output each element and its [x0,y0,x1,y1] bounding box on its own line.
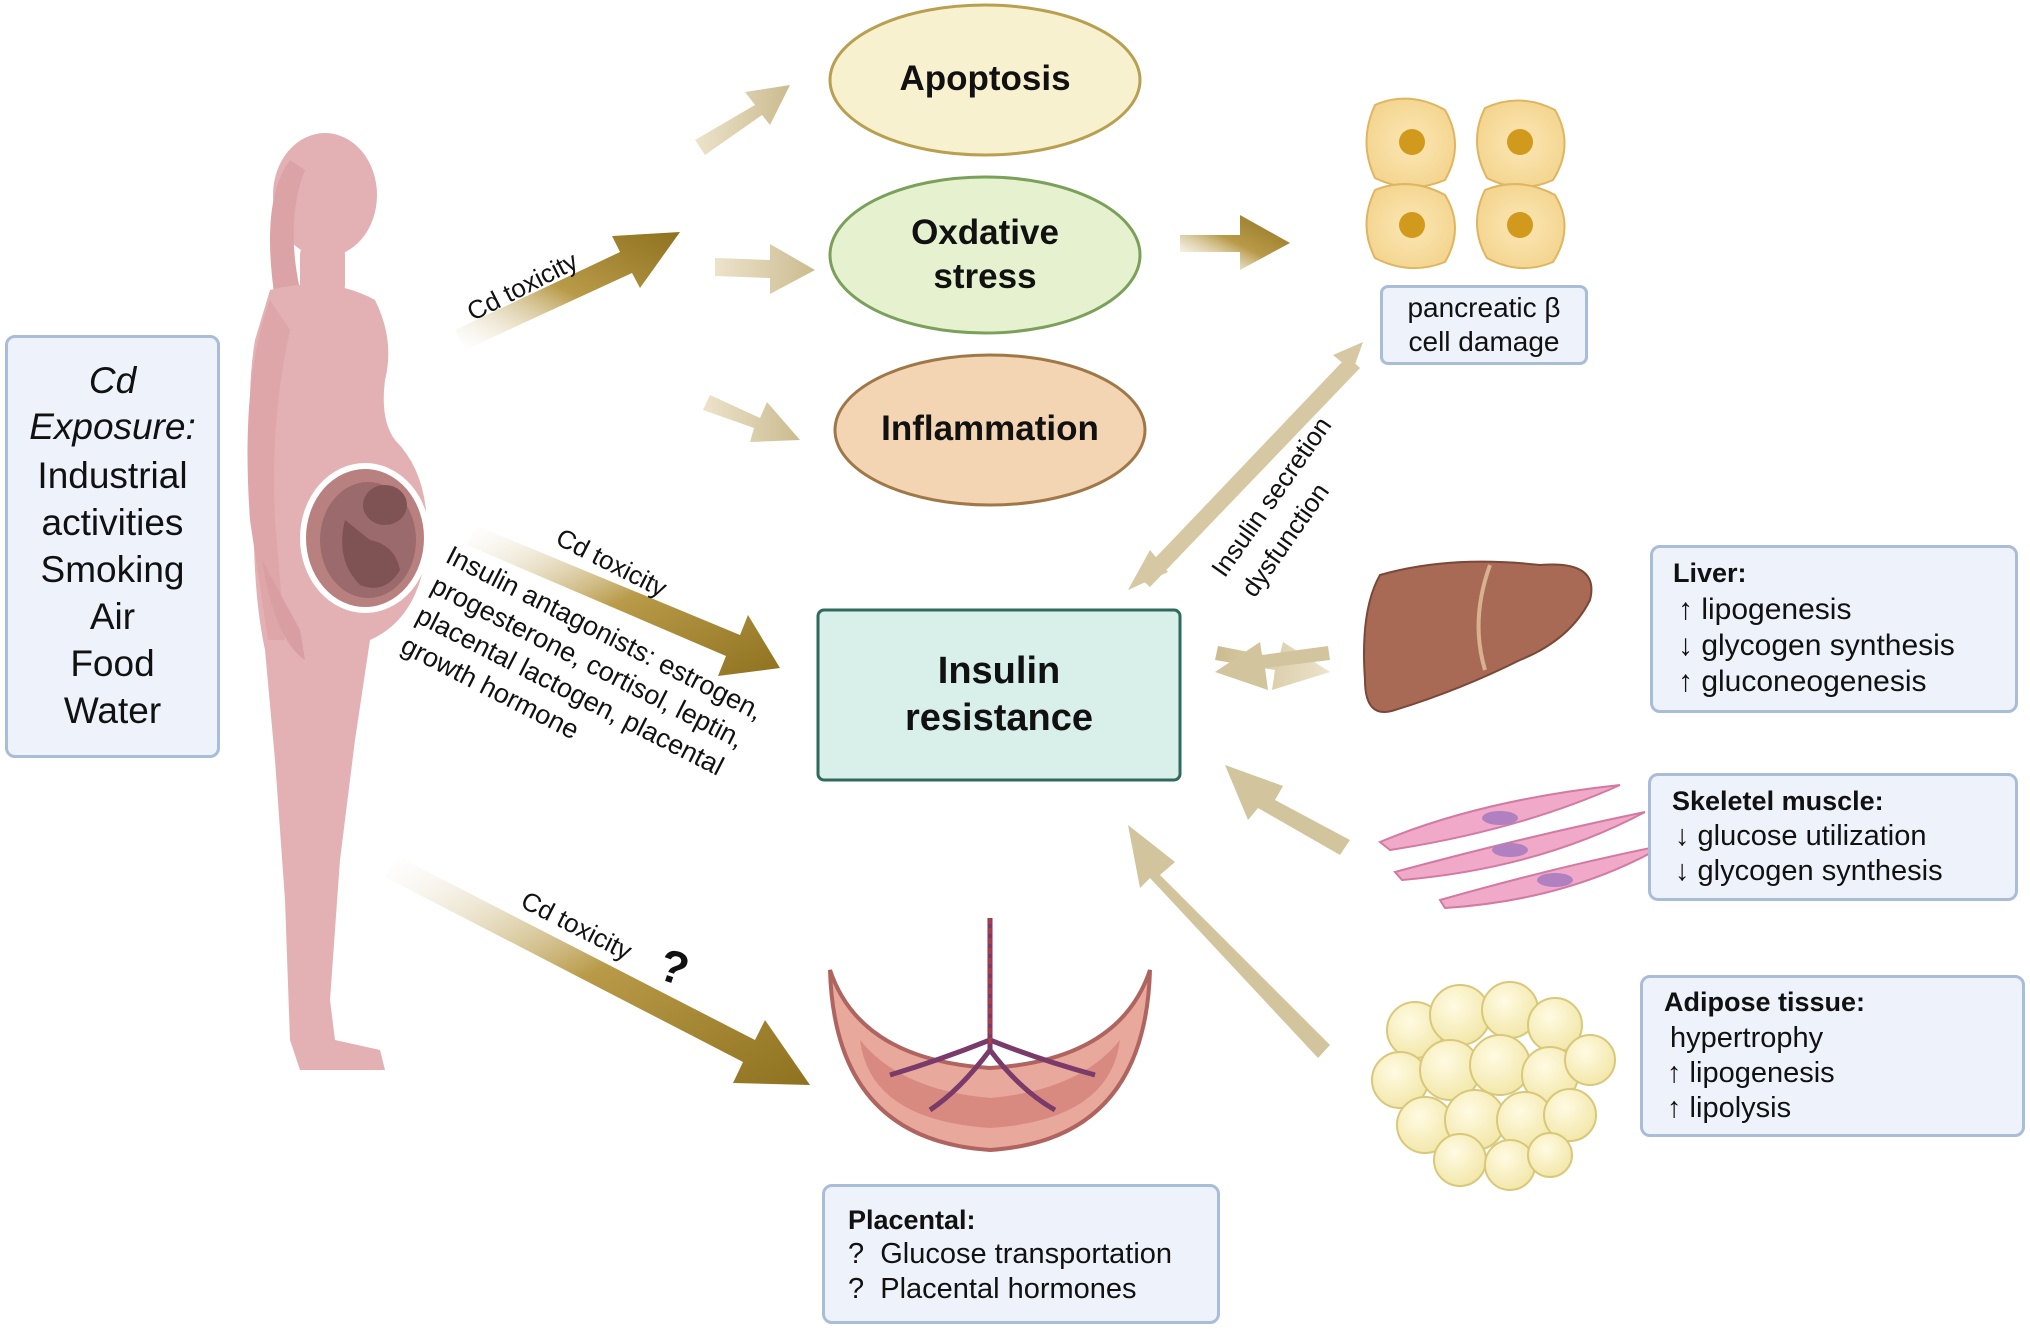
adipose-item: hypertrophy [1670,1022,1824,1054]
pancreatic-beta-cells-icon [1365,97,1566,270]
insulin-resistance-box [816,608,1182,782]
arrow-liver-left [1215,642,1330,690]
inflammation-label: Inflammation [881,409,1099,448]
skeletal-muscle-info-box [1648,773,2018,901]
placental-info-box [822,1184,1220,1324]
oxidative-stress-label-line2: stress [933,257,1037,296]
liver-title: Liver: [1673,558,1747,588]
arrow-cd-toxicity-middle [467,525,780,676]
placental-title: Placental: [848,1205,976,1235]
adipose-cells-icon [1371,981,1616,1191]
arrow-to-apoptosis [695,85,790,155]
pancreas-label-line1: pancreatic β [1407,292,1561,323]
arrow-oxidative-to-pancreas [1180,215,1290,270]
arrow-to-inflammation [703,395,800,442]
exposure-source-item: Industrial [37,455,188,496]
exposure-source-item: Smoking [40,549,185,590]
insulin-resistance-line2: resistance [904,697,1093,739]
arrow-cd-toxicity-top [455,232,680,350]
fetus-icon [300,463,430,613]
adipose-item: ↑ lipogenesis [1667,1057,1835,1089]
arrow-cd-toxicity-bottom [385,855,810,1085]
liver-item: ↑ lipogenesis [1678,593,1852,626]
adipose-title: Adipose tissue: [1664,987,1866,1017]
inflammation-oval [833,353,1147,507]
adipose-tissue-info-box [1640,975,2025,1137]
arrow-to-oxidative-stress [715,244,815,294]
exposure-title-line2: Exposure: [29,406,196,447]
muscle-item: ↓ glycogen synthesis [1675,855,1943,887]
liver-info-box [1650,545,2018,713]
placental-item: ? Placental hormones [848,1273,1137,1305]
muscle-title: Skeletel muscle: [1672,786,1884,816]
placental-item: ? Glucose transportation [848,1238,1173,1270]
apoptosis-label: Apoptosis [899,59,1071,98]
placenta-icon [828,918,1152,1153]
arrow-muscle-to-insulin [1225,765,1350,855]
exposure-title-line1: Cd [88,360,137,401]
liver-icon [1363,560,1593,713]
oxidative-stress-oval [828,175,1142,335]
pancreatic-cell-damage-box [1380,285,1588,365]
skeletal-muscle-icon [1378,784,1666,910]
cd-exposure-box [5,335,220,758]
adipose-item: ↑ lipolysis [1667,1092,1792,1124]
exposure-source-item: Water [63,690,162,731]
apoptosis-oval [828,3,1142,157]
liver-item: ↑ gluconeogenesis [1678,665,1927,698]
exposure-source-item: activities [41,502,184,543]
pancreas-label-line2: cell damage [1408,326,1560,357]
liver-item: ↓ glycogen synthesis [1678,629,1955,662]
arrow-adipose-to-insulin [1128,825,1330,1058]
muscle-item: ↓ glucose utilization [1675,820,1927,852]
exposure-source-item: Food [70,643,155,684]
oxidative-stress-label-line1: Oxdative [911,213,1059,252]
double-arrow-insulin-secretion [1128,342,1363,590]
exposure-sources-list: Industrial activities Smoking Air Food W… [5,452,220,734]
insulin-resistance-line1: Insulin [937,650,1061,692]
exposure-source-item: Air [89,596,136,637]
